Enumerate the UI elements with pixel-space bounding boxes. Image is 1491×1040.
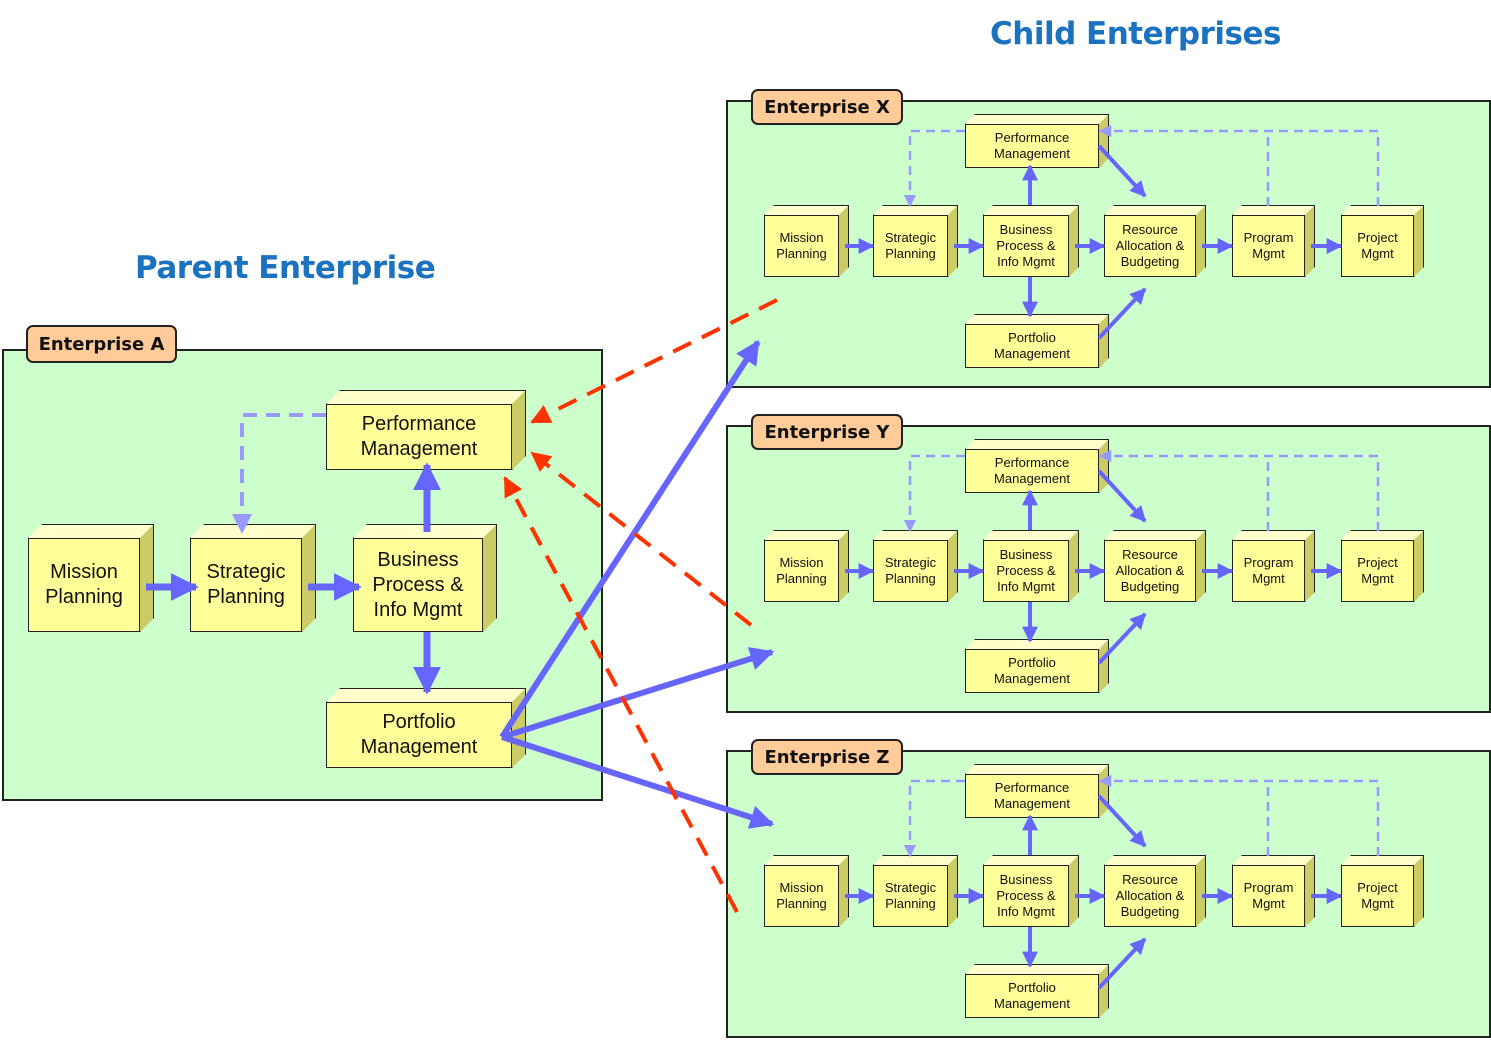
x-business-box: Business Process & Info Mgmt [983, 205, 1079, 277]
y-portfolio-box-label: Portfolio Management [965, 649, 1099, 693]
y-strategic-box: Strategic Planning [873, 530, 958, 602]
a-business-box: Business Process & Info Mgmt [353, 524, 497, 632]
a-mission-box-label: Mission Planning [28, 538, 140, 632]
z-mission-box: Mission Planning [764, 855, 849, 927]
enterprise-x-tab: Enterprise X [751, 89, 903, 125]
y-strategic-box-label: Strategic Planning [873, 540, 948, 602]
x-resource-box-label: Resource Allocation & Budgeting [1104, 215, 1196, 277]
z-project-box: Project Mgmt [1341, 855, 1424, 927]
z-resource-box: Resource Allocation & Budgeting [1104, 855, 1206, 927]
z-strategic-box-label: Strategic Planning [873, 865, 948, 927]
y-mission-box: Mission Planning [764, 530, 849, 602]
y-resource-box-label: Resource Allocation & Budgeting [1104, 540, 1196, 602]
enterprise-z-tab: Enterprise Z [751, 739, 903, 775]
y-resource-box: Resource Allocation & Budgeting [1104, 530, 1206, 602]
x-resource-box: Resource Allocation & Budgeting [1104, 205, 1206, 277]
a-mission-box: Mission Planning [28, 524, 154, 632]
a-portfolio-box-label: Portfolio Management [326, 702, 512, 768]
child-enterprises-heading: Child Enterprises [990, 16, 1281, 52]
parent-enterprise-heading: Parent Enterprise [135, 250, 436, 286]
z-resource-box-label: Resource Allocation & Budgeting [1104, 865, 1196, 927]
y-mission-box-label: Mission Planning [764, 540, 839, 602]
x-portfolio-box-label: Portfolio Management [965, 324, 1099, 368]
a-portfolio-box: Portfolio Management [326, 688, 526, 768]
x-program-box: Program Mgmt [1232, 205, 1315, 277]
z-portfolio-box: Portfolio Management [965, 964, 1109, 1018]
x-strategic-box: Strategic Planning [873, 205, 958, 277]
z-business-box: Business Process & Info Mgmt [983, 855, 1079, 927]
z-mission-box-label: Mission Planning [764, 865, 839, 927]
a-business-box-label: Business Process & Info Mgmt [353, 538, 483, 632]
y-project-box-label: Project Mgmt [1341, 540, 1414, 602]
z-strategic-box: Strategic Planning [873, 855, 958, 927]
x-program-box-label: Program Mgmt [1232, 215, 1305, 277]
x-project-box: Project Mgmt [1341, 205, 1424, 277]
x-mission-box-label: Mission Planning [764, 215, 839, 277]
z-program-box-label: Program Mgmt [1232, 865, 1305, 927]
a-strategic-box-label: Strategic Planning [190, 538, 302, 632]
a-performance-box-label: Performance Management [326, 404, 512, 470]
z-program-box: Program Mgmt [1232, 855, 1315, 927]
y-program-box: Program Mgmt [1232, 530, 1315, 602]
y-portfolio-box: Portfolio Management [965, 639, 1109, 693]
y-performance-box: Performance Management [965, 439, 1109, 493]
a-strategic-box: Strategic Planning [190, 524, 316, 632]
y-business-box: Business Process & Info Mgmt [983, 530, 1079, 602]
x-strategic-box-label: Strategic Planning [873, 215, 948, 277]
y-project-box: Project Mgmt [1341, 530, 1424, 602]
z-project-box-label: Project Mgmt [1341, 865, 1414, 927]
x-performance-box-label: Performance Management [965, 124, 1099, 168]
x-portfolio-box: Portfolio Management [965, 314, 1109, 368]
x-project-box-label: Project Mgmt [1341, 215, 1414, 277]
z-business-box-label: Business Process & Info Mgmt [983, 865, 1069, 927]
y-program-box-label: Program Mgmt [1232, 540, 1305, 602]
a-performance-box: Performance Management [326, 390, 526, 470]
enterprise-y-tab: Enterprise Y [751, 414, 903, 450]
y-business-box-label: Business Process & Info Mgmt [983, 540, 1069, 602]
z-portfolio-box-label: Portfolio Management [965, 974, 1099, 1018]
x-performance-box: Performance Management [965, 114, 1109, 168]
z-performance-box: Performance Management [965, 764, 1109, 818]
enterprise-a-tab: Enterprise A [26, 325, 177, 363]
x-mission-box: Mission Planning [764, 205, 849, 277]
y-performance-box-label: Performance Management [965, 449, 1099, 493]
x-business-box-label: Business Process & Info Mgmt [983, 215, 1069, 277]
z-performance-box-label: Performance Management [965, 774, 1099, 818]
